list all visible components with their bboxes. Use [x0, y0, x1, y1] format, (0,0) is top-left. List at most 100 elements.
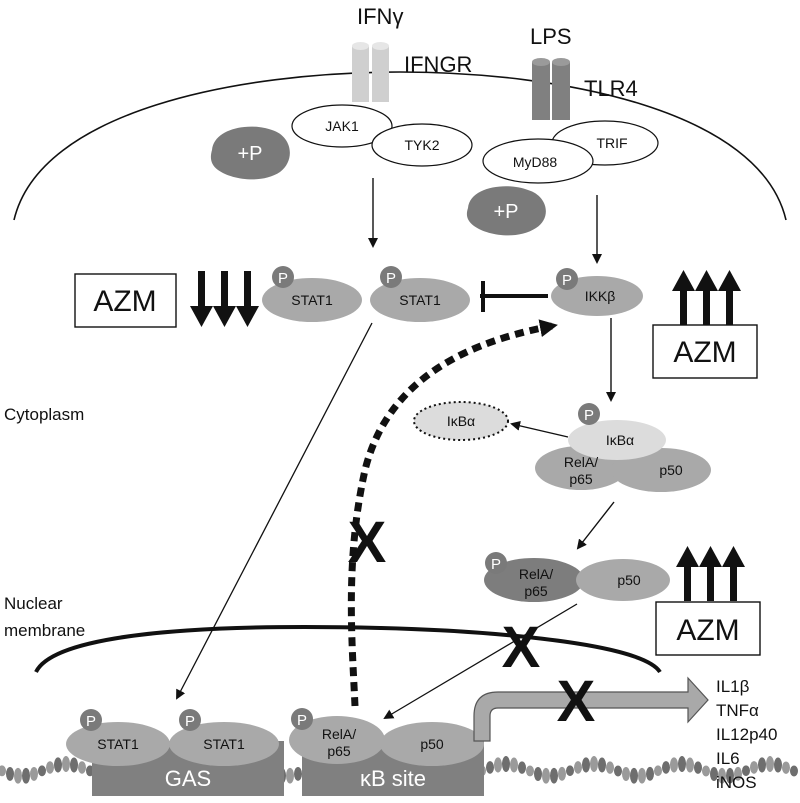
dna-bead	[22, 767, 30, 784]
dna-bead	[38, 765, 46, 777]
dna-bead	[734, 766, 742, 781]
gene-5: iNOS	[716, 773, 757, 792]
trif-label: TRIF	[596, 135, 627, 151]
arrow-to-free-nfkb	[576, 501, 615, 550]
dna-bead	[774, 757, 782, 773]
p-badge-stat1-nuc-a	[80, 709, 102, 731]
arrow-stat1-to-gas	[176, 322, 373, 700]
dna-bead	[534, 766, 542, 781]
dna-bead	[606, 761, 614, 774]
myd88-label: MyD88	[513, 154, 558, 170]
arrow-ikba-release	[510, 420, 569, 438]
p50-nuc-label: p50	[420, 736, 444, 752]
p-badge-ikba	[578, 403, 600, 425]
dna-bead	[526, 765, 534, 777]
block-mark-transcription: X	[557, 669, 596, 734]
cytoplasm-label: Cytoplasm	[4, 405, 84, 424]
p-badge-stat1-a	[272, 266, 294, 288]
dna-bead	[678, 756, 686, 773]
transcription-arrow	[473, 676, 709, 742]
p-badge-stat1-b-label: P	[386, 270, 396, 287]
block-mark-translocation: X	[502, 615, 541, 680]
dna-bead	[542, 767, 550, 784]
phosphate-blob-left-label: +P	[237, 143, 262, 165]
p-badge-rela-nuc	[291, 708, 313, 730]
phosphate-blob-left	[210, 126, 290, 180]
rela-p65-free-label-1: RelA/	[519, 566, 553, 582]
dna-bead	[518, 761, 526, 774]
dna-bead	[702, 765, 710, 777]
p-badge-stat1-nuc-b-label: P	[185, 713, 195, 730]
p-badge-stat1-a-label: P	[278, 270, 288, 287]
dna-bead	[14, 767, 22, 784]
dna-bead	[710, 767, 718, 782]
ikba-bound-label: IκBα	[606, 432, 634, 448]
up-arrows-increase-top	[672, 270, 741, 326]
dna-bead	[494, 757, 502, 773]
nuclear-membrane	[34, 625, 662, 674]
azm-label-right: AZM	[673, 336, 736, 369]
dna-bead	[598, 757, 606, 773]
dna-bead	[70, 757, 78, 773]
p50-free-label: p50	[617, 572, 641, 588]
stat1-nuc-a	[66, 722, 170, 766]
dna-bead	[574, 761, 582, 774]
dna-bead	[78, 761, 86, 774]
p-badge-ikba-label: P	[584, 407, 594, 424]
dna-bead	[630, 767, 638, 784]
tyk2-oval	[371, 123, 473, 167]
block-mark-feedback: X	[348, 510, 387, 575]
nuclear-label-2: membrane	[4, 621, 85, 640]
rela-p65-nuc-oval	[289, 716, 385, 764]
rela-p65-nuc-label-1: RelA/	[322, 726, 356, 742]
dna-bead	[742, 765, 750, 777]
azm-box-lower	[655, 601, 761, 656]
dna-bead	[790, 765, 798, 777]
dna-bead	[718, 767, 726, 784]
p50-nuc-oval	[380, 722, 484, 766]
dna-bead	[62, 756, 70, 772]
azm-box-left	[74, 273, 177, 328]
dna-bead	[486, 761, 494, 774]
ikba-bound-oval	[568, 420, 666, 460]
up-arrows-increase-lower	[676, 546, 745, 601]
dna-bead	[502, 756, 510, 773]
p-badge-rela-nuc-label: P	[297, 712, 307, 729]
dna-bead	[646, 766, 654, 781]
p-badge-stat1-nuc-a-label: P	[86, 713, 96, 730]
p50-free-oval	[576, 559, 670, 601]
dna-bead	[766, 756, 774, 773]
p50-cyto-label: p50	[659, 462, 683, 478]
dna-bead	[686, 757, 694, 773]
stat1-cyto-b	[370, 278, 470, 322]
myd88-oval	[482, 138, 594, 184]
dna-bead	[46, 761, 54, 774]
cell-membrane	[13, 71, 787, 221]
ikba-degraded-label: IκBα	[447, 413, 475, 429]
dna-bead	[614, 765, 622, 777]
gene-3: IL12p40	[716, 725, 777, 744]
p-badge-stat1-b	[380, 266, 402, 288]
rela-p65-nuc-label-2: p65	[327, 743, 351, 759]
rela-p65-free-label-2: p65	[524, 583, 548, 599]
dna-bead	[670, 757, 678, 773]
phosphate-blob-right-label: +P	[493, 201, 518, 223]
tlr4-receptor	[532, 58, 570, 120]
dna-bead	[622, 767, 630, 782]
dna-bead	[6, 766, 14, 781]
p-badge-rela-free-label: P	[491, 556, 501, 573]
dna-bead	[294, 766, 302, 781]
rela-p65-cyto-label-2: p65	[569, 471, 593, 487]
p-badge-ikkb	[556, 268, 578, 290]
jak1-label: JAK1	[325, 118, 359, 134]
tyk2-label: TYK2	[404, 137, 439, 153]
jak1-oval	[291, 104, 393, 148]
gas-site-label: GAS	[165, 766, 211, 791]
feedback-dotted-arrow	[347, 319, 558, 707]
azm-label-lower: AZM	[676, 614, 739, 647]
dna-bead	[782, 761, 790, 774]
dna-bead	[638, 767, 646, 784]
dna-bead	[550, 767, 558, 784]
dna-bead	[694, 761, 702, 774]
phosphate-blob-right	[466, 186, 546, 236]
